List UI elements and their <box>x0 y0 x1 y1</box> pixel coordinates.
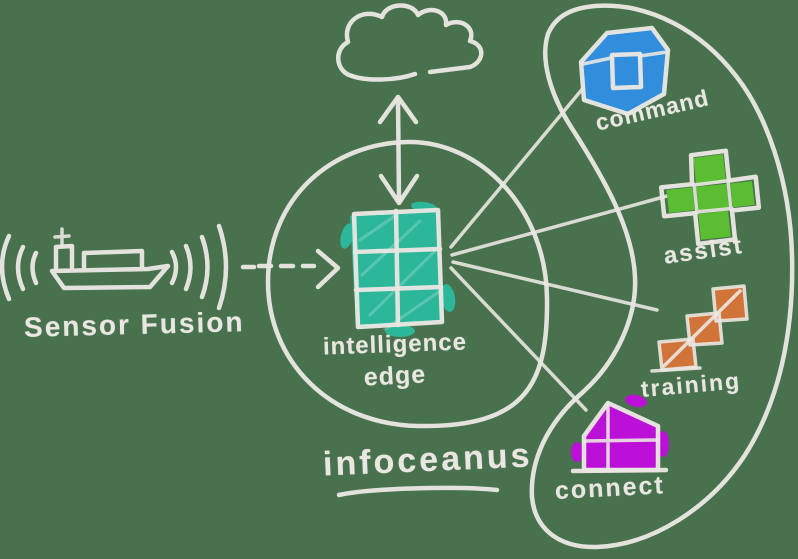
training-icon <box>650 284 749 373</box>
dashed-arrow <box>240 248 341 290</box>
cloud-icon <box>336 3 484 82</box>
capabilities-blob <box>529 3 795 550</box>
intelligence-edge-icon <box>340 201 456 337</box>
sensor-fusion-label: Sensor Fusion <box>23 306 245 343</box>
ship-icon <box>49 227 171 291</box>
sonar-waves-right-icon <box>169 223 229 311</box>
assist-icon <box>658 148 762 247</box>
connector-line-assist <box>450 194 669 257</box>
connector-line-connect <box>449 266 588 412</box>
command-icon <box>578 25 671 117</box>
connect-label: connect <box>554 471 666 505</box>
connector-lines <box>449 79 669 412</box>
intelligence-edge-label: intelligence <box>322 328 468 361</box>
brand-underline <box>336 485 500 498</box>
edge-circle <box>265 139 550 429</box>
connect-icon <box>570 394 669 474</box>
connector-line-training <box>451 260 659 312</box>
connector-line-command <box>449 79 591 249</box>
cloud-sync-arrow <box>377 94 420 206</box>
sonar-waves-left-icon <box>0 233 39 302</box>
assist-fill <box>666 153 755 240</box>
